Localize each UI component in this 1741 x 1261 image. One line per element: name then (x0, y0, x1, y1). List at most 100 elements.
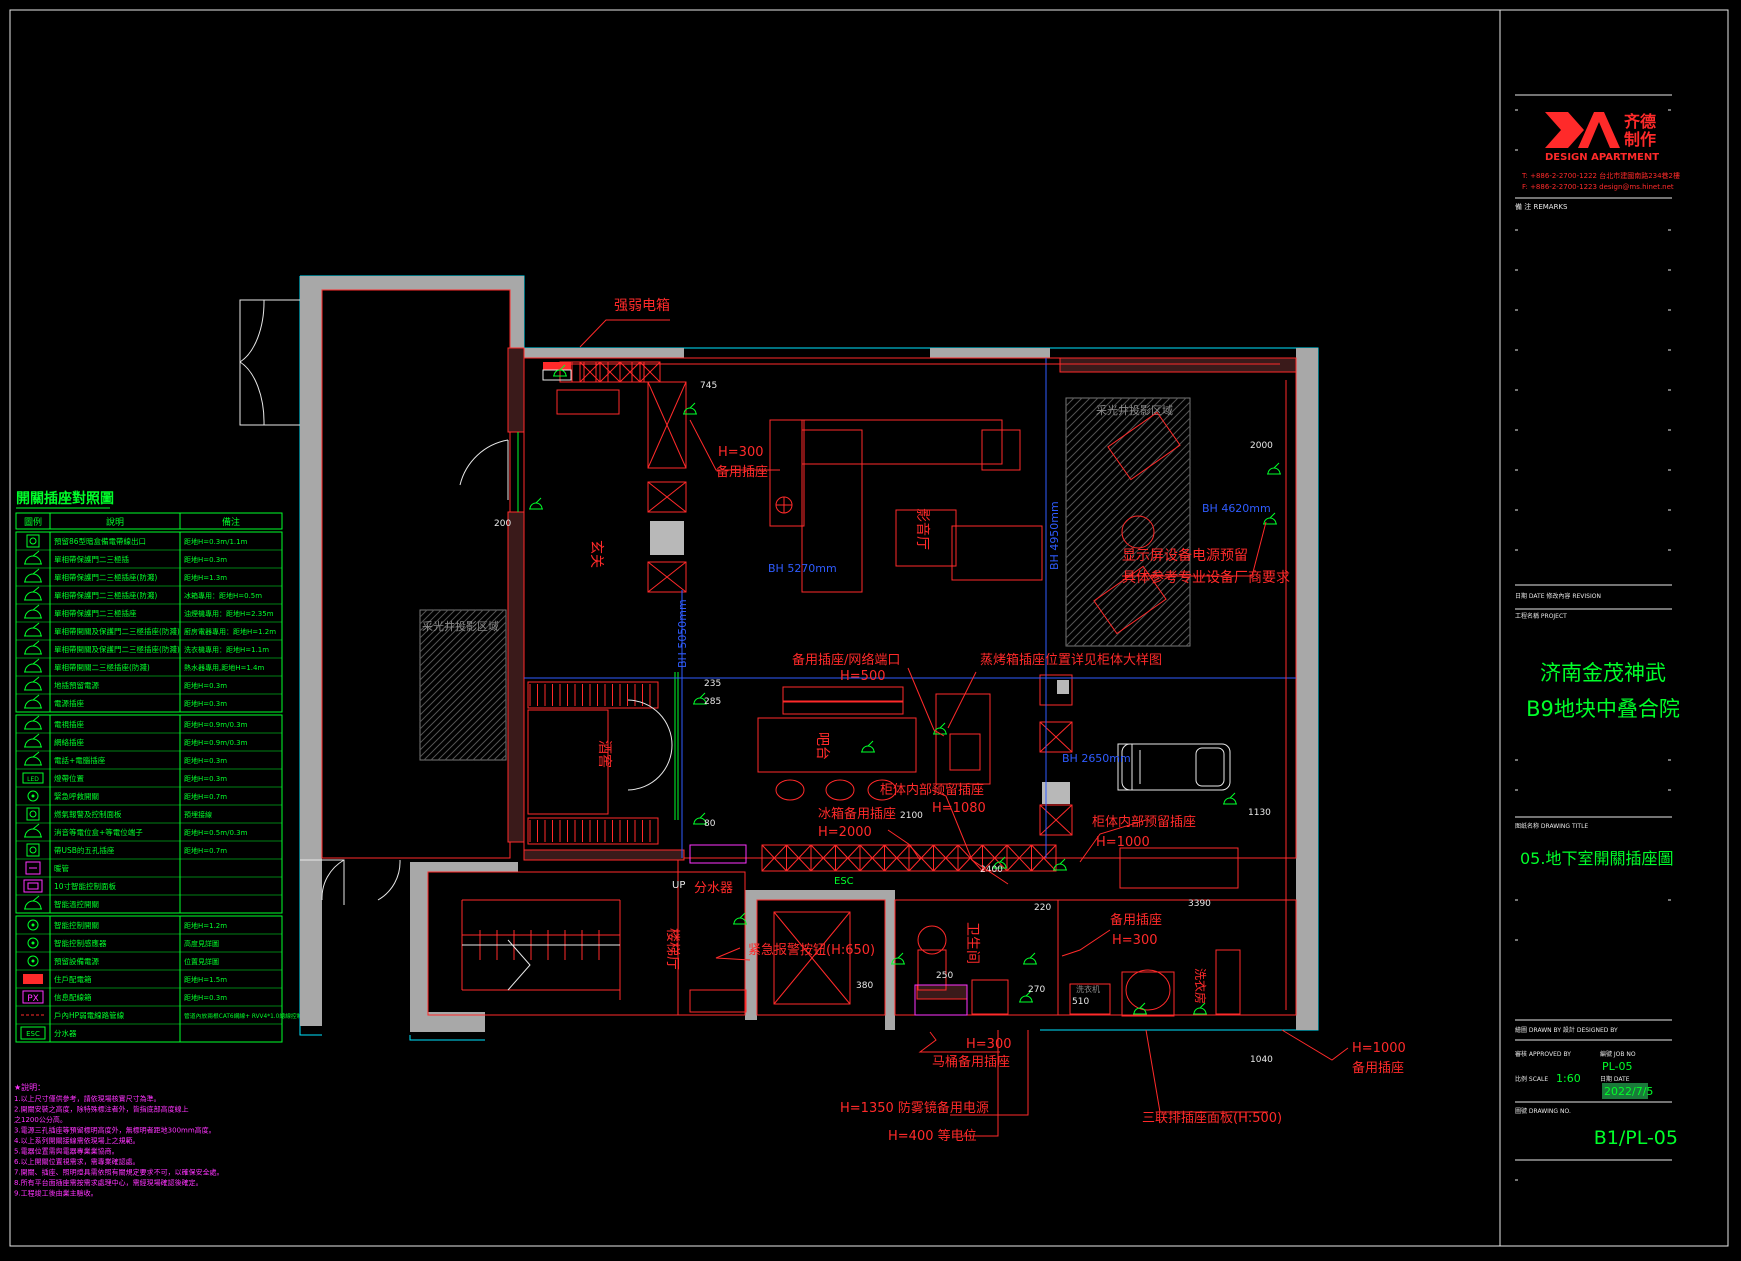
svg-text:LED: LED (27, 776, 39, 783)
project-name-line2: B9地块中叠合院 (1526, 697, 1680, 721)
note-h300-2: H=300 (1112, 933, 1157, 948)
legend-note: 距地H=0.3m (184, 993, 227, 1002)
note-oven-socket: 蒸烤箱插座位置详见柜体大样图 (980, 652, 1162, 668)
socket-icon (1133, 1002, 1147, 1015)
legend-note: 距地H=0.3m (184, 774, 227, 783)
legend-desc: 單相帶保護門二三極插座 (54, 608, 137, 618)
note-h2000: H=2000 (818, 825, 872, 840)
legend-desc: 智能控制感應器 (54, 938, 107, 948)
room-bath: 卫生间 (964, 922, 980, 964)
legend-desc: 單相帶保護門二三極插 (54, 554, 129, 564)
legend-desc: 網絡插座 (54, 737, 84, 747)
room-stair-hall: 楼梯厅 (664, 928, 680, 970)
pillars (650, 521, 1070, 804)
dim-2400: 2400 (980, 865, 1003, 875)
legend-desc: 暖管 (54, 863, 69, 873)
logo-en: DESIGN APARTMENT (1545, 152, 1659, 163)
legend-table: 圖例說明備注預留86型暗盒備電帶線出口距地H=0.3m/1.1m單相帶保護門二三… (15, 512, 314, 1043)
socket-icon (683, 402, 697, 415)
lightwell-label-1: 采光井投影区域 (422, 619, 499, 633)
dim-220: 220 (1034, 903, 1051, 913)
dim-3390: 3390 (1188, 899, 1211, 909)
legend-note: 冰箱專用：距地H=0.5m (184, 591, 262, 600)
legend-note: 距地H=0.7m (184, 792, 227, 801)
note-line: 5.電器位置需與電器專業業協商。 (14, 1147, 119, 1156)
legend-desc: 緊急呼救開關 (54, 791, 99, 801)
lightwell-area-2: 采光井投影区域 (1065, 397, 1191, 647)
legend-note: 距地H=1.2m (184, 921, 227, 930)
company-tel: T: +886-2-2700-1222 台北市建國南路234巷2樓 (1521, 171, 1680, 180)
switch-icon (24, 568, 42, 583)
legend-header: 圖例 (24, 516, 42, 528)
circle-icon (27, 955, 39, 967)
bh-5050: BH 5050mm (676, 599, 689, 668)
red-outline (560, 363, 1287, 1010)
floor-plan: 采光井投影区域 采光井投影区域 (239, 275, 1406, 1144)
legend-note: 距地H=0.9m/0.3m (184, 720, 248, 729)
company-fax: F: +886-2-2700-1223 design@ms.hinet.net (1522, 183, 1674, 191)
legend-note: 位置見詳圖 (184, 957, 219, 966)
socket-symbols (529, 364, 1281, 1015)
switch-icon (24, 658, 42, 673)
project-label: 工程名稱 PROJECT (1515, 612, 1567, 620)
room-wine: 酒窖 (596, 740, 613, 768)
note-h500: H=500 (840, 669, 885, 684)
room-laundry: 洗衣房 (1193, 968, 1208, 1004)
legend-note: 熱水器專用,距地H=1.4m (184, 663, 264, 672)
legend-note: 距地H=0.3m (184, 681, 227, 690)
px-icon: PX (22, 990, 44, 1004)
bh-4950: BH 4950mm (1048, 501, 1061, 570)
project-name-line1: 济南金茂神武 (1540, 661, 1666, 685)
circle-icon (27, 937, 39, 949)
legend-note: 管道內放兩根CAT6網線+ RVV4*1.0總線控制電纜 (184, 1012, 314, 1020)
socket-icon (1193, 1002, 1207, 1015)
room-foyer: 玄关 (588, 540, 605, 568)
magenta-lines (689, 844, 968, 1016)
note-display-power: 显示屏设备电源预留 (1122, 547, 1248, 564)
titleblock-tick-marks (1515, 109, 1671, 1181)
title-block: 齐德 制作 DESIGN APARTMENT T: +886-2-2700-12… (1515, 94, 1680, 1161)
legend-desc: 智能控制開關 (54, 920, 99, 930)
legend-desc: 預留設備電源 (54, 956, 99, 966)
socket-box-icon (26, 534, 40, 548)
logo-cn-line1: 齐德 (1624, 112, 1656, 131)
legend-desc: 電視插座 (54, 719, 84, 729)
socket-icon (529, 497, 543, 510)
vehicle-outline (1117, 743, 1231, 791)
leader-lines (579, 319, 1349, 1137)
room-media: 影音厅 (914, 508, 931, 550)
legend-header: 備注 (222, 516, 240, 528)
switch-icon (24, 622, 42, 637)
led-icon: LED (22, 772, 44, 784)
bh-2650: BH 2650mm (1062, 752, 1131, 765)
company-logo: 齐德 制作 DESIGN APARTMENT (1545, 112, 1659, 163)
legend-panel: 開關插座對照圖 圖例說明備注預留86型暗盒備電帶線出口距地H=0.3m/1.1m… (15, 490, 314, 1043)
note-fridge-socket: 冰箱备用插座 (818, 806, 896, 822)
bh-5270: BH 5270mm (768, 562, 837, 575)
note-spare-network: 备用插座/网络端口 (792, 652, 900, 668)
lightwell-label-2: 采光井投影区域 (1096, 403, 1173, 417)
date-label: 日期 DATE (1600, 1075, 1630, 1083)
furniture (556, 389, 1241, 1017)
stair-rail (462, 939, 620, 991)
socket-icon (1267, 462, 1281, 475)
panel-icon (26, 807, 40, 821)
note-line: 6.以上開關位置視需求，需專業確認處。 (14, 1157, 140, 1166)
note-line: 2.開關安裝之高度，除特殊標注者外，皆指底部高度線上 (14, 1105, 189, 1114)
socket-icon (553, 364, 567, 377)
legend-desc: 地插預留電源 (54, 680, 99, 690)
note-line: 7.開關、插座、照明燈具需依照有關規定要求不可，以確保安全處。 (14, 1168, 224, 1177)
sheet-number: B1/PL-05 (1594, 1127, 1678, 1149)
remarks-label: 備 注 REMARKS (1515, 202, 1568, 211)
legend-header: 說明 (106, 516, 124, 528)
kitchen-cabinet-row (559, 361, 1057, 872)
note-mirror-power: H=1350 防雾镜备用电源 (840, 1100, 989, 1116)
legend-note: 距地H=1.5m (184, 975, 227, 984)
window-lines (517, 432, 679, 820)
job-no: PL-05 (1602, 1060, 1633, 1073)
washer-label: 洗衣机 (1076, 984, 1100, 994)
socket-icon (733, 912, 747, 925)
dim-285: 285 (704, 697, 721, 707)
scale-label: 比例 SCALE (1515, 1075, 1548, 1083)
